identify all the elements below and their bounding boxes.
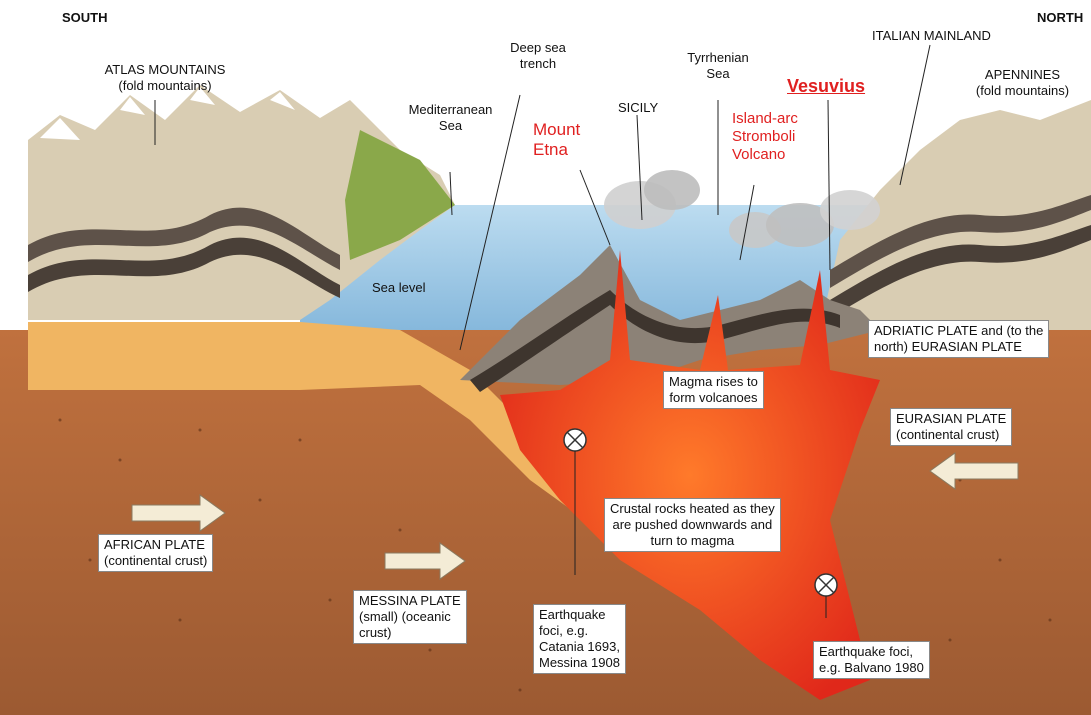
label-apennines: APENNINES (fold mountains): [960, 67, 1085, 99]
label-stromboli: Island-arc Stromboli Volcano: [732, 110, 798, 164]
box-eurasian-plate: EURASIAN PLATE (continental crust): [890, 408, 1012, 446]
box-messina-plate: MESSINA PLATE (small) (oceanic crust): [353, 590, 467, 644]
label-sea-level: Sea level: [372, 280, 425, 296]
box-african-plate: AFRICAN PLATE (continental crust): [98, 534, 213, 572]
direction-north: NORTH: [1037, 10, 1083, 26]
label-mount-etna: Mount Etna: [533, 120, 580, 160]
label-mediterranean-sea: Mediterranean Sea: [398, 102, 503, 134]
box-adriatic-plate: ADRIATIC PLATE and (to the north) EURASI…: [868, 320, 1049, 358]
label-atlas-mountains: ATLAS MOUNTAINS (fold mountains): [100, 62, 230, 94]
box-crustal-rocks: Crustal rocks heated as they are pushed …: [604, 498, 781, 552]
direction-south: SOUTH: [62, 10, 108, 26]
label-sicily: SICILY: [618, 100, 658, 116]
box-magma-rises: Magma rises to form volcanoes: [663, 371, 764, 409]
etna-smoke-2: [644, 170, 700, 210]
box-earthquake-catania: Earthquake foci, e.g. Catania 1693, Mess…: [533, 604, 626, 674]
label-vesuvius: Vesuvius: [787, 78, 865, 94]
label-italian-mainland: ITALIAN MAINLAND: [872, 28, 991, 44]
label-deep-sea-trench: Deep sea trench: [498, 40, 578, 72]
label-tyrrhenian-sea: Tyrrhenian Sea: [678, 50, 758, 82]
box-earthquake-balvano: Earthquake foci, e.g. Balvano 1980: [813, 641, 930, 679]
